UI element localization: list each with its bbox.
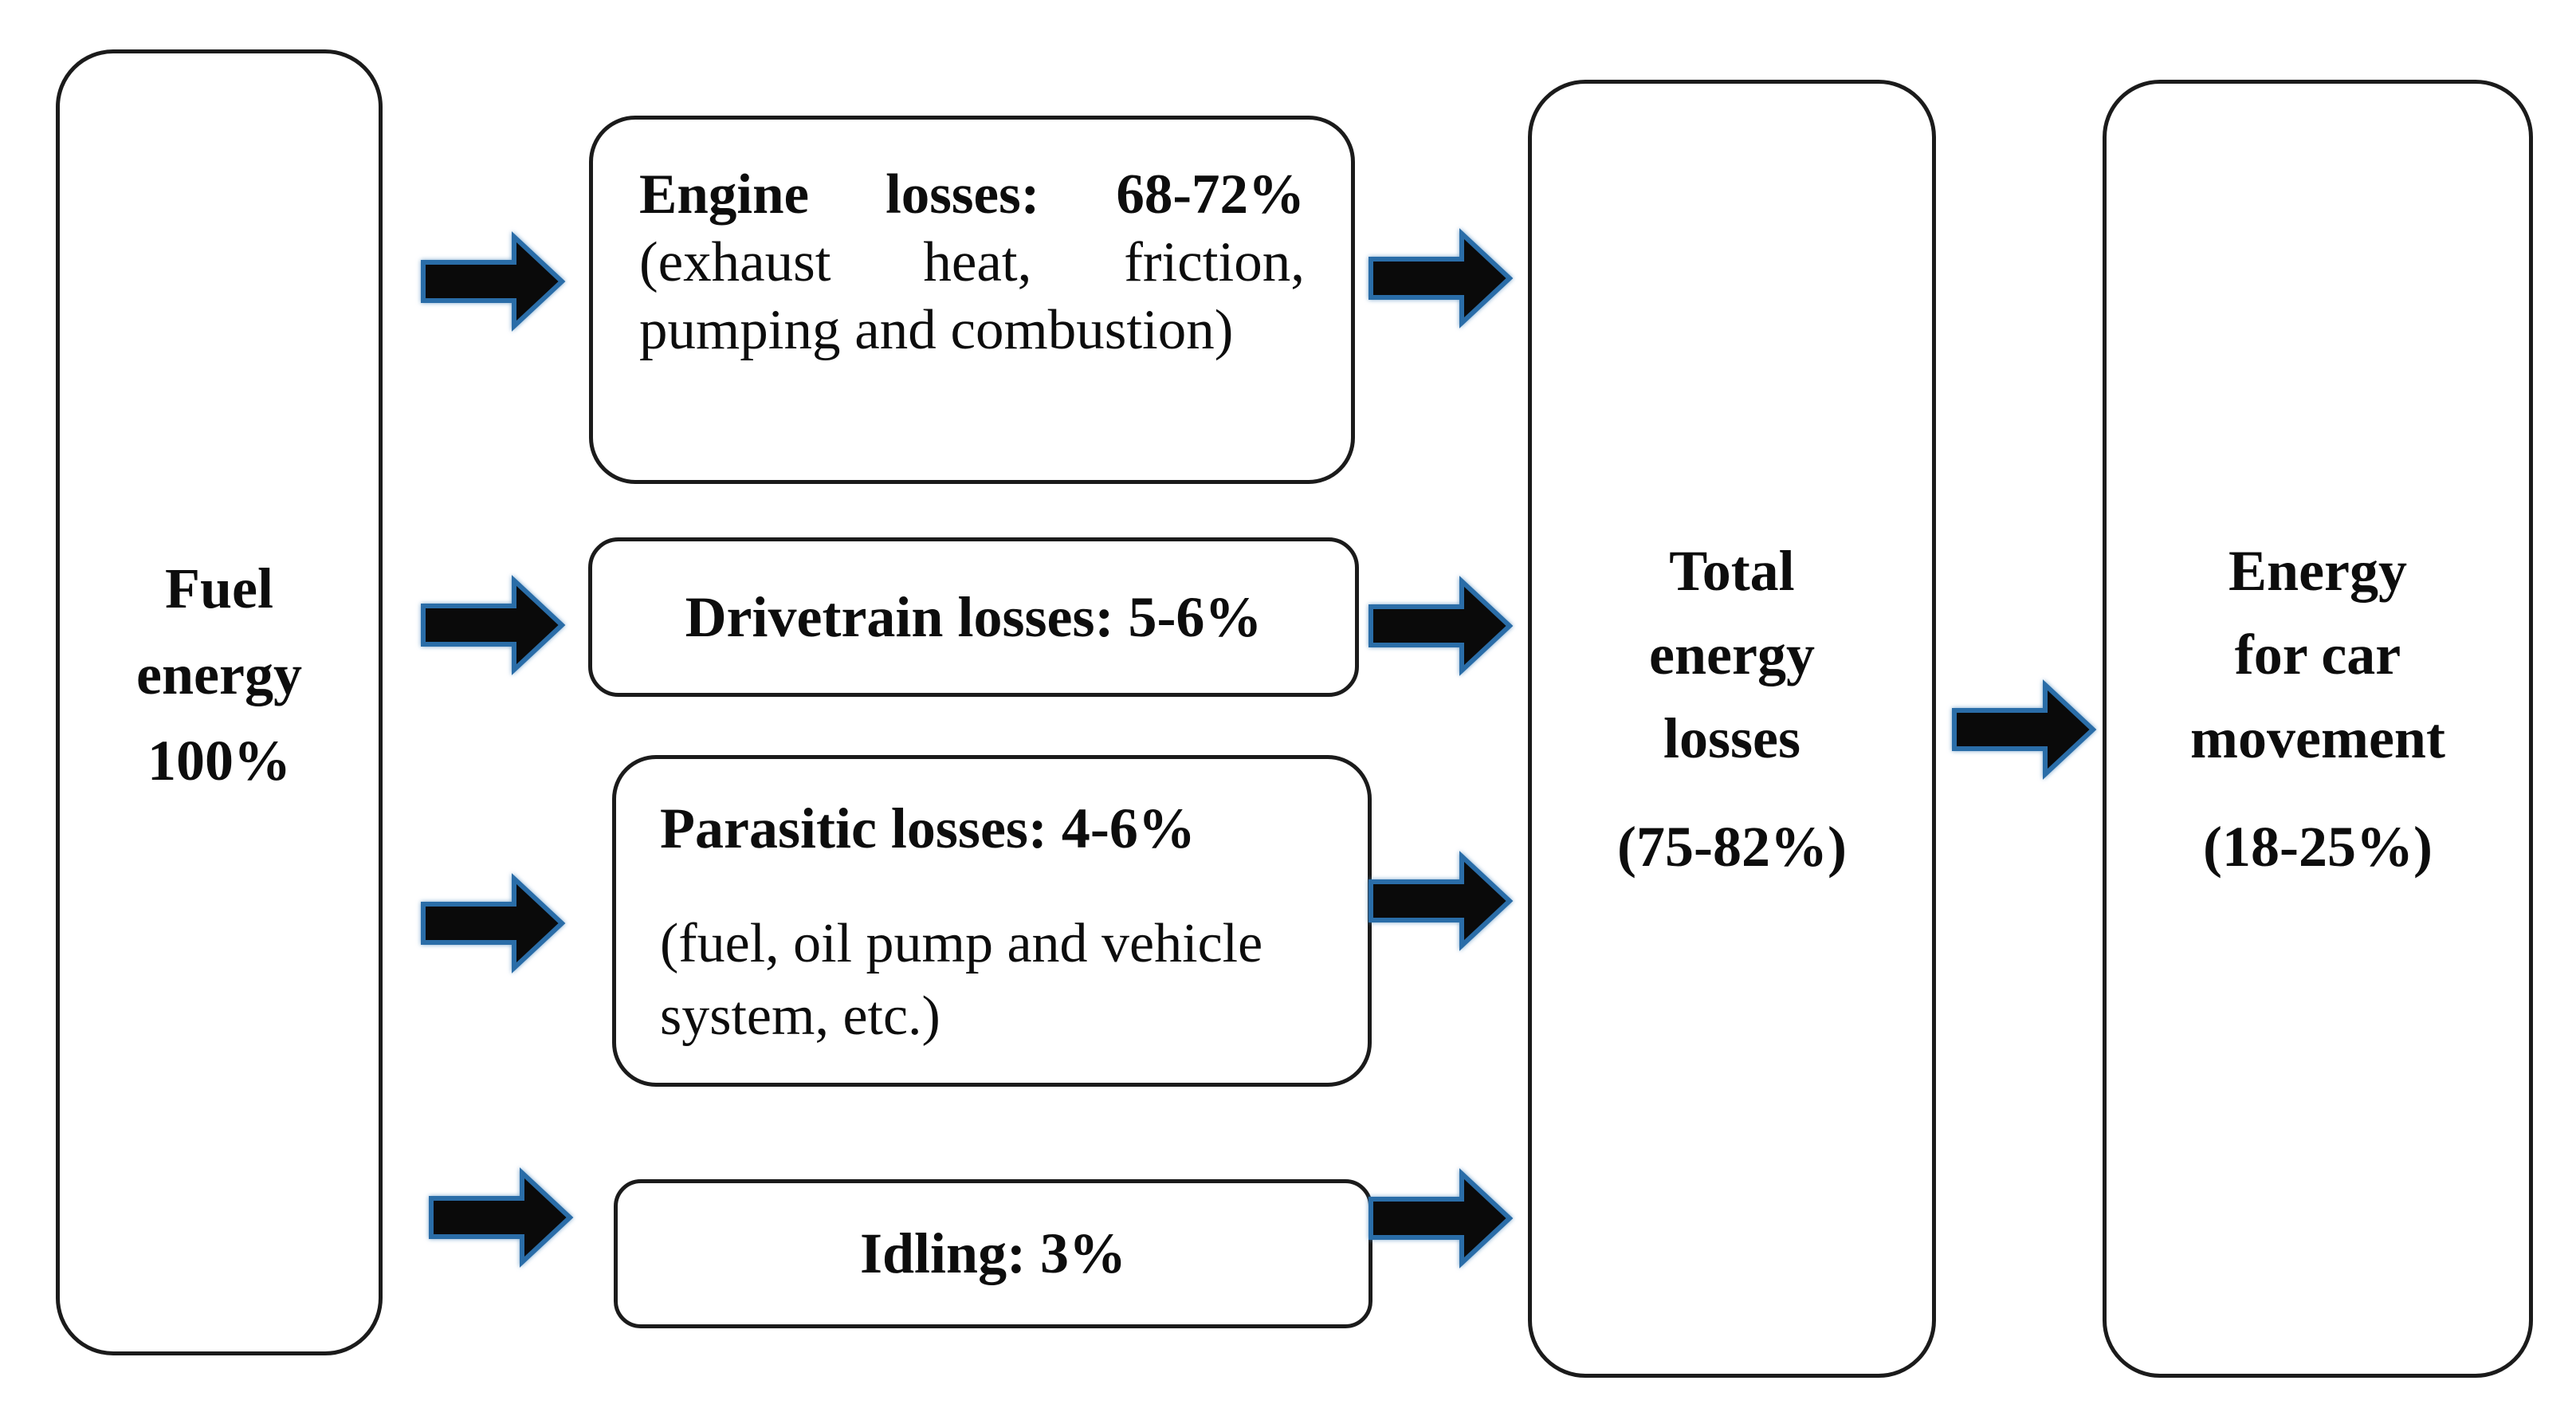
arrow-fuel-to-idling-icon: [428, 1167, 574, 1268]
car-movement-label: Energy for car movement: [2190, 538, 2445, 771]
fuel-energy-label: Fuel energy 100%: [136, 557, 302, 793]
parasitic-losses-desc-line2: system, etc.): [660, 985, 940, 1048]
car-movement-energy-box: Energy for car movement (18-25%): [2103, 80, 2533, 1378]
total-energy-losses-value: (75-82%): [1617, 815, 1847, 879]
total-energy-losses-label: Total energy losses: [1649, 538, 1815, 771]
parasitic-losses-desc-line1: (fuel, oil pump and vehicle: [660, 913, 1263, 975]
arrow-engine-to-total-icon: [1368, 228, 1514, 328]
arrow-fuel-to-parasitic-icon: [420, 873, 566, 974]
arrow-idling-to-total-icon: [1368, 1168, 1514, 1269]
parasitic-losses-box: Parasitic losses: 4-6% (fuel, oil pump a…: [612, 755, 1372, 1087]
arrow-drivetrain-to-total-icon: [1368, 576, 1514, 676]
idling-title: Idling: 3%: [859, 1221, 1127, 1285]
parasitic-losses-desc: (fuel, oil pump and vehicle system, etc.…: [660, 907, 1324, 1052]
drivetrain-losses-title: Drivetrain losses: 5-6%: [685, 584, 1262, 649]
engine-losses-box: Engine losses: 68-72% (exhaust heat, fri…: [589, 116, 1355, 484]
arrow-fuel-to-drivetrain-icon: [420, 575, 566, 675]
car-movement-value: (18-25%): [2203, 815, 2433, 879]
parasitic-losses-title: Parasitic losses: 4-6%: [660, 797, 1196, 860]
idling-box: Idling: 3%: [614, 1179, 1372, 1328]
engine-losses-desc-line2: pumping and combustion): [639, 299, 1234, 362]
arrow-parasitic-to-total-icon: [1368, 851, 1514, 951]
arrow-fuel-to-engine-icon: [420, 231, 566, 332]
fuel-energy-box: Fuel energy 100%: [56, 49, 383, 1355]
engine-losses-title: Engine losses: 68-72%: [639, 163, 1305, 226]
arrow-total-to-movement-icon: [1951, 679, 2097, 780]
drivetrain-losses-box: Drivetrain losses: 5-6%: [588, 537, 1359, 697]
total-energy-losses-box: Total energy losses (75-82%): [1528, 80, 1936, 1378]
engine-losses-desc-line1: (exhaust heat, friction,: [639, 231, 1305, 294]
